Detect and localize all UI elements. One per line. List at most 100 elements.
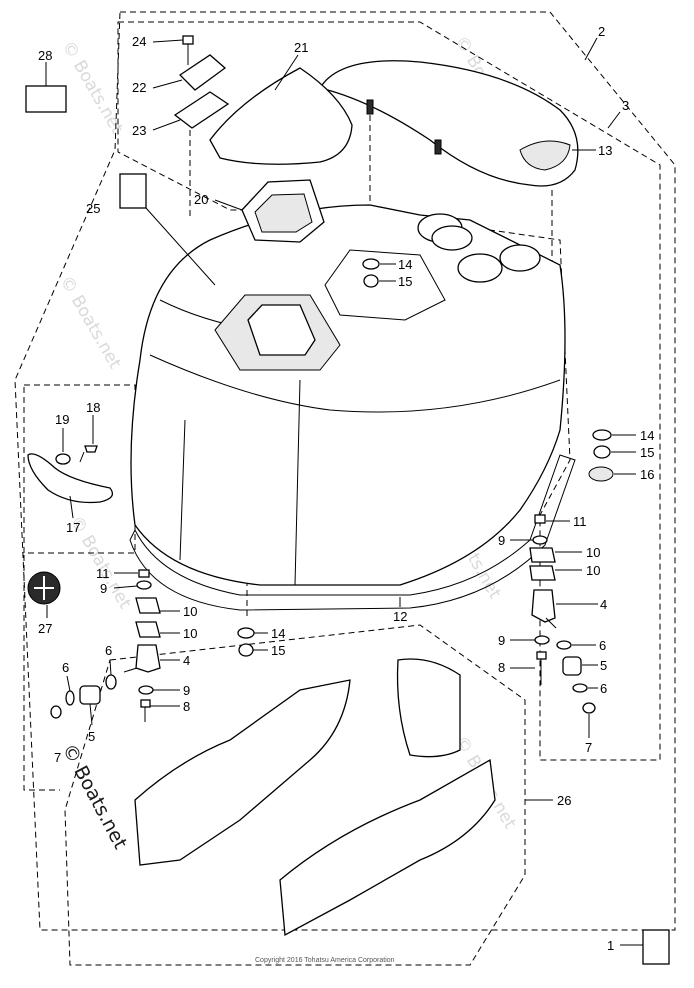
callout-9-left-a: 9 (100, 581, 107, 596)
callout-12: 12 (393, 609, 407, 624)
nut-11 (138, 569, 150, 578)
washer-9-right-top (532, 535, 548, 545)
outline-2 (14, 11, 676, 931)
vent-2 (431, 225, 473, 251)
box-25 (119, 173, 147, 209)
leader-3 (607, 111, 621, 129)
washer-14-top (362, 258, 380, 270)
leader-23 (152, 119, 181, 131)
washer-9-right-bottom (534, 635, 550, 645)
nut-15-right (593, 445, 611, 459)
callout-10-left-a: 10 (183, 604, 197, 619)
leader-25 (145, 207, 216, 286)
leader-2 (584, 37, 598, 61)
leader-5-left (89, 703, 93, 726)
rear-cover-13 (318, 60, 579, 187)
callout-6-left-a: 6 (105, 643, 112, 658)
washer-14-bottom (237, 627, 255, 639)
callout-13: 13 (598, 143, 612, 158)
box-1 (642, 929, 670, 965)
washer-6-right-b (572, 683, 588, 693)
screw-18 (84, 445, 98, 453)
bushing-5-right (562, 656, 582, 676)
top-cowl (130, 204, 566, 586)
right-mount (529, 429, 614, 714)
callout-7-right: 7 (585, 740, 592, 755)
cowl-side-line (294, 379, 301, 586)
washer-19 (55, 453, 71, 465)
cap-16 (588, 466, 614, 482)
grommet-20 (241, 179, 325, 243)
clip-7-right (582, 702, 596, 714)
callout-15-bottom: 15 (271, 643, 285, 658)
sheet-26c (396, 658, 461, 758)
latch-22 (178, 54, 227, 91)
cowl-side-line-2 (179, 419, 186, 561)
silencer-sheets (134, 658, 496, 937)
bracket-4-right-pin (545, 617, 557, 629)
callout-10-right-b: 10 (586, 563, 600, 578)
callout-28: 28 (38, 48, 52, 63)
left-mount (50, 569, 161, 722)
plate-10-right-b (529, 565, 556, 581)
callout-6-right-b: 6 (600, 681, 607, 696)
callout-14-top: 14 (398, 257, 412, 272)
leader-21 (274, 54, 299, 91)
outline-left-fittings (23, 555, 60, 791)
bracket-4-pin (123, 667, 138, 673)
sheet-26a (134, 679, 351, 866)
decal-17 (27, 453, 114, 504)
callout-15-top: 15 (398, 274, 412, 289)
bracket-4-right (531, 589, 556, 623)
leader-17 (69, 495, 74, 519)
callout-1: 1 (607, 938, 614, 953)
washer-9-bottom (138, 685, 154, 695)
plate-10-right-a (529, 547, 556, 563)
callout-6-right-a: 6 (599, 638, 606, 653)
stud-13a (366, 99, 374, 115)
latch-parts (173, 35, 230, 129)
callout-25: 25 (86, 201, 100, 216)
rear-cover (318, 60, 579, 187)
callout-17: 17 (66, 520, 80, 535)
screw-24 (182, 35, 194, 45)
nut-11-right (534, 514, 546, 524)
intake-opening (247, 304, 316, 356)
copyright-notice: Copyright 2016 Tohatsu America Corporati… (255, 957, 395, 964)
seal-12 (129, 454, 576, 611)
callout-4-left: 4 (183, 653, 190, 668)
bolt-8 (140, 699, 151, 708)
callout-11-right: 11 (573, 514, 587, 529)
washer-14-right (592, 429, 612, 441)
emblem-27 (27, 571, 61, 605)
callout-27: 27 (38, 621, 52, 636)
callout-3: 3 (622, 98, 629, 113)
callout-4-right: 4 (600, 597, 607, 612)
bracket-4 (135, 644, 161, 673)
callout-9-left-b: 9 (183, 683, 190, 698)
cowl-body (130, 204, 566, 586)
callout-10-right-a: 10 (586, 545, 600, 560)
callout-20: 20 (194, 192, 208, 207)
box-28 (25, 85, 67, 113)
leader-22 (152, 79, 183, 89)
washer-6-right-a (556, 640, 572, 650)
cowl-crease (149, 354, 561, 413)
side-parts (27, 445, 114, 504)
callout-14-right: 14 (640, 428, 654, 443)
front-cover-21 (209, 67, 353, 165)
callout-8-left: 8 (183, 699, 190, 714)
callout-2: 2 (598, 24, 605, 39)
callout-16: 16 (640, 467, 654, 482)
callout-10-left-b: 10 (183, 626, 197, 641)
leader-20 (214, 199, 243, 211)
leader-6-left-b (66, 675, 71, 692)
washer-6b (65, 690, 75, 706)
leader-lines (45, 37, 643, 946)
plate-10a (135, 597, 161, 614)
leader-9-left (113, 585, 138, 589)
watermark: © Boats.net (56, 273, 125, 373)
leader-6-left-a (109, 659, 112, 676)
washer-6a (105, 674, 117, 690)
callout-5-left: 5 (88, 729, 95, 744)
